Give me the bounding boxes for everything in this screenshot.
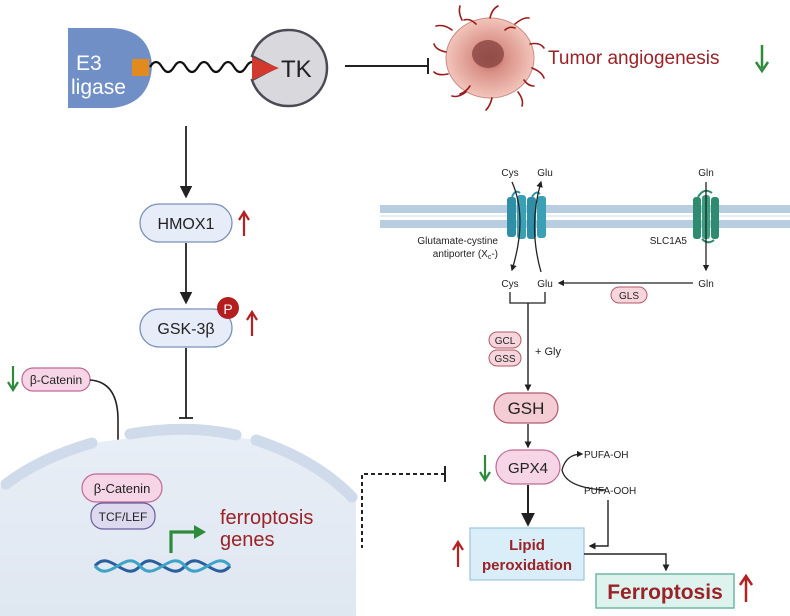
transcription-arrow-head — [194, 525, 206, 539]
tcf-lef-label: TCF/LEF — [99, 510, 148, 524]
cys-top-label: Cys — [501, 168, 518, 179]
phospho-label: P — [223, 301, 232, 317]
pufa-ooh-label: PUFA-OOH — [584, 486, 636, 497]
arrow-lipid-ferroptosis — [584, 553, 670, 572]
protac-molecule: E3 ligase TK — [68, 28, 329, 108]
gsk3b-node — [139, 308, 233, 348]
pufa-oh-label: PUFA-OH — [584, 450, 628, 461]
arrow-pufa-cycle — [561, 450, 607, 491]
tumor-down-arrow-icon — [754, 45, 770, 74]
gpx4-down-arrow-icon — [479, 455, 491, 483]
tk-label: TK — [281, 56, 312, 83]
gln-bottom-label: Gln — [698, 279, 714, 290]
slc1a5-label: SLC1A5 — [650, 236, 688, 247]
xc-label-main: antiporter (X — [433, 249, 488, 260]
gcl-node — [488, 331, 522, 349]
dashed-inhibit-gpx4-nucleus — [361, 473, 445, 548]
e3-ligase-shape — [68, 28, 152, 108]
glu-top-label: Glu — [537, 168, 553, 179]
e3-label-line2: ligase — [71, 76, 126, 99]
gpx4-label: GPX4 — [508, 460, 548, 477]
gss-label: GSS — [494, 354, 515, 365]
slc1a5-transporter — [693, 189, 719, 244]
gls-label: GLS — [619, 291, 639, 302]
gsh-label: GSH — [508, 399, 545, 418]
lipid-up-arrow-icon — [452, 539, 464, 567]
beta-catenin-cyto-node — [21, 367, 91, 392]
gpx4-node — [495, 449, 561, 485]
tumor-graphic — [433, 5, 545, 111]
hmox1-up-arrow-icon — [238, 209, 250, 236]
plus-gly-label: + Gly — [535, 346, 561, 358]
cys-bottom-label: Cys — [501, 279, 518, 290]
ferroptosis-box — [595, 573, 735, 609]
gsk3b-label: GSK-3β — [157, 321, 214, 338]
arrow-pufaooh-lipid — [588, 500, 609, 550]
tk-ligand-triangle — [252, 57, 279, 80]
hmox1-label: HMOX1 — [158, 216, 215, 233]
ferroptosis-up-arrow-icon — [738, 573, 754, 602]
xc-label-sub: c — [488, 254, 492, 261]
tk-shape — [250, 28, 329, 108]
ferroptosis-genes-line1: ferroptosis — [220, 507, 313, 529]
gss-node — [488, 349, 522, 367]
protac-linker — [149, 60, 259, 74]
gcl-label: GCL — [495, 336, 516, 347]
cell-membrane — [380, 205, 790, 228]
arrow-cys-import — [510, 181, 521, 272]
ferroptosis-label: Ferroptosis — [607, 581, 723, 604]
e3-ligand-square — [132, 59, 149, 76]
lipid-label-line2: peroxidation — [482, 557, 572, 574]
beta-catenin-cyto-label: β-Catenin — [30, 373, 82, 387]
lipid-peroxidation-box — [469, 527, 585, 581]
tumor-angiogenesis-label: Tumor angiogenesis — [548, 48, 719, 69]
phospho-badge — [217, 297, 239, 319]
beta-catenin-nuc-label: β-Catenin — [94, 481, 151, 496]
arrow-catenin-to-nucleus — [89, 379, 124, 469]
beta-catenin-nuc-node — [81, 473, 163, 503]
hmox1-node — [139, 203, 233, 243]
transcription-arrow — [169, 530, 198, 553]
ferroptosis-genes-line2: genes — [220, 529, 275, 551]
glu-bottom-label: Glu — [537, 279, 553, 290]
xc-label-line1: Glutamate-cystine — [417, 236, 498, 247]
lipid-label-line1: Lipid — [509, 537, 545, 554]
xc-label-line2: antiporter (Xc-) — [433, 249, 498, 261]
e3-label-line1: E3 — [76, 52, 102, 75]
dna-helix-icon — [93, 559, 232, 573]
tcf-lef-node — [90, 502, 156, 530]
gsh-node — [493, 392, 559, 424]
beta-catenin-down-arrow-icon — [7, 366, 19, 393]
xc-label-close: -) — [491, 249, 498, 260]
arrow-glu-export — [533, 180, 543, 273]
cys-glu-merge-bracket — [509, 292, 546, 304]
gsk3b-up-arrow-icon — [246, 309, 258, 336]
gln-top-label: Gln — [698, 168, 714, 179]
gls-node — [610, 286, 648, 304]
